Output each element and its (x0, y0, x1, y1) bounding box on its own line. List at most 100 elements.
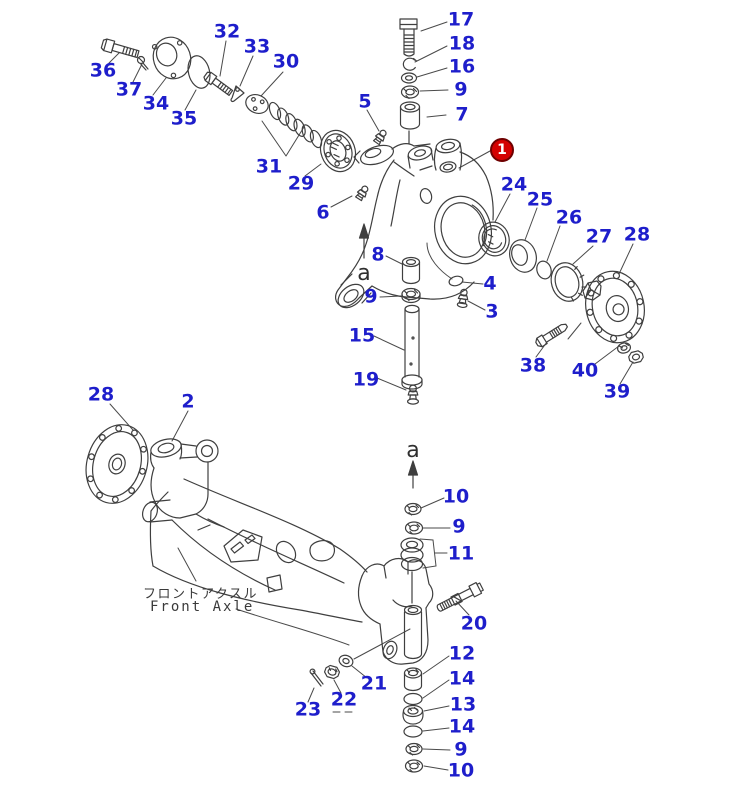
bushing-8 (401, 256, 421, 285)
part-label-9[interactable]: 9 (454, 78, 468, 101)
o-ring-14-upper (403, 692, 423, 706)
washer-10-lower (404, 759, 424, 773)
ring-9-upper (404, 521, 424, 535)
direction-arrow-bottom (407, 460, 419, 489)
spring-31 (268, 101, 323, 149)
part-label-26[interactable]: 26 (555, 206, 583, 229)
part-label-28[interactable]: 28 (623, 223, 651, 246)
part-label-37[interactable]: 37 (115, 78, 143, 101)
axle-beam (149, 478, 368, 623)
part-label-8[interactable]: 8 (371, 243, 385, 266)
grease-fitting-5 (372, 129, 387, 146)
part-label-4[interactable]: 4 (483, 272, 497, 295)
ring-10-upper (404, 502, 422, 516)
part-label-10[interactable]: 10 (447, 759, 475, 782)
part-label-2[interactable]: 2 (181, 390, 195, 413)
part-label-12[interactable]: 12 (448, 642, 476, 665)
bolt-32 (203, 71, 234, 96)
seal-25 (509, 239, 537, 273)
part-label-6[interactable]: 6 (316, 201, 330, 224)
nut-9-middle (401, 287, 421, 304)
part-label-30[interactable]: 30 (272, 50, 300, 73)
axle-caption-english: Front Axle (150, 599, 255, 615)
castle-nut-22 (323, 664, 341, 680)
washer-9-top (400, 85, 420, 100)
hub-flange-28-left (85, 424, 149, 504)
bearing-24 (478, 221, 510, 257)
part-label-7[interactable]: 7 (455, 103, 469, 126)
bearing-29 (319, 129, 357, 173)
clip-33 (230, 85, 245, 103)
part-label-22[interactable]: 22 (330, 688, 358, 711)
part-label-36[interactable]: 36 (89, 59, 117, 82)
part-label-27[interactable]: 27 (585, 225, 613, 248)
part-label-19[interactable]: 19 (352, 368, 380, 391)
cotter-pin-23 (309, 668, 324, 687)
part-label-18[interactable]: 18 (448, 32, 476, 55)
bushing-7 (399, 101, 421, 130)
cover-plate-34 (151, 36, 192, 80)
part-label-14[interactable]: 14 (448, 667, 476, 690)
direction-marker-a: a (406, 438, 420, 463)
bolt-20 (436, 581, 484, 612)
part-label-31[interactable]: 31 (255, 155, 283, 178)
part-label-10[interactable]: 10 (442, 485, 470, 508)
bolt-36 (100, 38, 140, 59)
part-label-35[interactable]: 35 (170, 107, 198, 130)
direction-arrow-top (358, 223, 370, 259)
part-label-29[interactable]: 29 (287, 172, 315, 195)
washer-16 (400, 72, 418, 84)
o-ring-14-lower (403, 725, 423, 738)
direction-marker-a: a (357, 261, 371, 286)
leader-lines (108, 21, 634, 771)
part-label-28[interactable]: 28 (87, 383, 115, 406)
part-label-34[interactable]: 34 (142, 92, 170, 115)
part-label-17[interactable]: 17 (447, 8, 475, 31)
grease-fitting-3 (456, 288, 469, 309)
knuckle-support-2 (141, 438, 225, 528)
o-ring-35 (187, 55, 211, 89)
washer-21 (338, 654, 354, 668)
lock-plate-30 (245, 94, 269, 114)
part-label-25[interactable]: 25 (526, 188, 554, 211)
sensor-bolt-38 (535, 323, 568, 348)
king-pin-15 (401, 304, 423, 390)
part-label-16[interactable]: 16 (448, 55, 476, 78)
bushing-12 (403, 667, 423, 692)
highlighted-part-callout-1[interactable]: 1 (490, 138, 514, 162)
part-label-9[interactable]: 9 (454, 738, 468, 761)
nut-39 (628, 350, 644, 364)
part-label-24[interactable]: 24 (500, 173, 528, 196)
part-label-13[interactable]: 13 (449, 693, 477, 716)
axle-caption-japanese: フロントアクスル (143, 587, 258, 602)
part-label-39[interactable]: 39 (603, 380, 631, 403)
part-label-15[interactable]: 15 (348, 324, 376, 347)
grease-fitting-6 (355, 185, 369, 202)
part-label-32[interactable]: 32 (213, 20, 241, 43)
hub-flange-28-right (585, 270, 645, 344)
part-label-23[interactable]: 23 (294, 698, 322, 721)
ring-27 (550, 262, 587, 302)
part-label-40[interactable]: 40 (571, 359, 599, 382)
lower-knuckle-casting (357, 557, 434, 665)
steering-knuckle-1 (335, 138, 494, 309)
bolt-17 (399, 18, 418, 57)
part-label-21[interactable]: 21 (360, 672, 388, 695)
part-label-5[interactable]: 5 (358, 90, 372, 113)
part-label-11[interactable]: 11 (447, 542, 475, 565)
shim-stack-11 (400, 537, 424, 572)
part-label-38[interactable]: 38 (519, 354, 547, 377)
o-ring-4 (448, 275, 464, 287)
part-label-3[interactable]: 3 (485, 300, 499, 323)
o-ring-26 (536, 260, 552, 280)
part-label-14[interactable]: 14 (448, 715, 476, 738)
part-label-9[interactable]: 9 (452, 515, 466, 538)
screw-37 (136, 55, 149, 71)
part-label-9[interactable]: 9 (364, 285, 378, 308)
part-label-20[interactable]: 20 (460, 612, 488, 635)
washer-9-lower (405, 742, 423, 756)
part-label-33[interactable]: 33 (243, 35, 271, 58)
